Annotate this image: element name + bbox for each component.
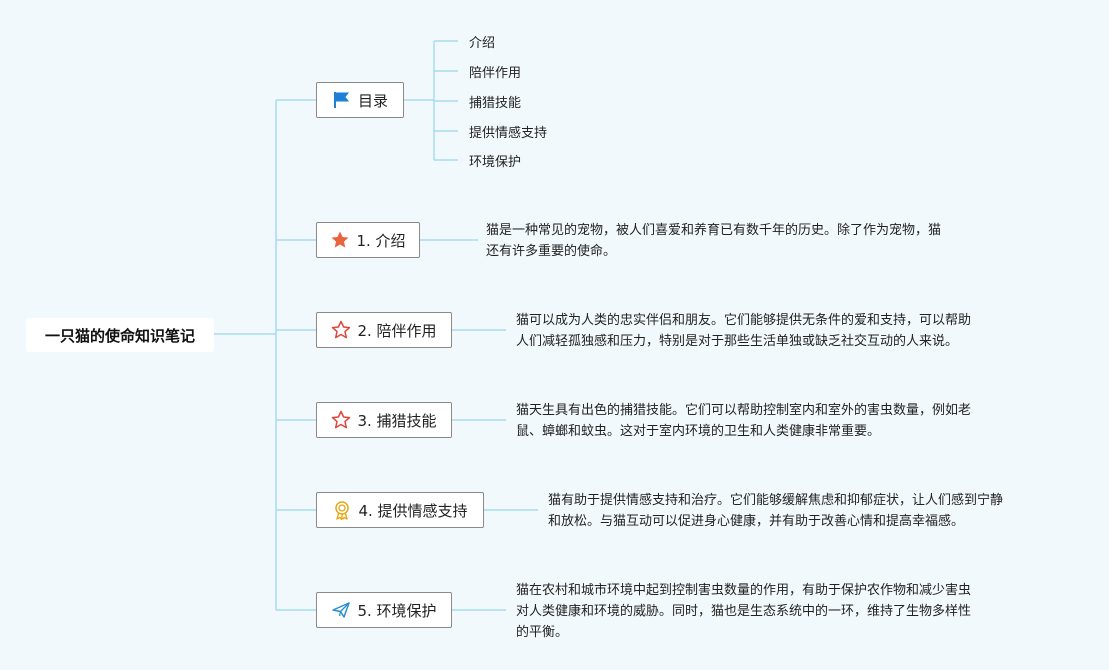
- description-line: 猫天生具有出色的捕猎技能。它们可以帮助控制室内和室外的害虫数量，例如老: [516, 403, 972, 418]
- toc-item[interactable]: 提供情感支持: [469, 126, 548, 141]
- section-node-environment[interactable]: 5. 环境保护: [316, 592, 452, 628]
- description-line: 猫在农村和城市环境中起到控制害虫数量的作用，有助于保护农作物和减少害虫: [516, 583, 972, 598]
- toc-item[interactable]: 环境保护: [469, 155, 522, 170]
- section-label: 2. 陪伴作用: [357, 321, 437, 340]
- section-label: 1. 介绍: [356, 231, 406, 250]
- section-description: 猫可以成为人类的忠实伴侣和朋友。它们能够提供无条件的爱和支持，可以帮助 人们减轻…: [516, 310, 971, 352]
- description-line: 人们减轻孤独感和压力，特别是对于那些生活单独或缺乏社交互动的人来说。: [516, 334, 959, 349]
- section-label: 5. 环境保护: [357, 601, 437, 620]
- toc-label: 目录: [357, 91, 388, 110]
- flag-icon: [332, 90, 352, 110]
- section-label: 4. 提供情感支持: [358, 501, 468, 520]
- description-line: 对人类健康和环境的威胁。同时，猫也是生态系统中的一环，维持了生物多样性: [516, 604, 972, 619]
- root-title: 一只猫的使命知识笔记: [44, 326, 195, 345]
- root-topic[interactable]: 一只猫的使命知识笔记: [26, 318, 214, 352]
- star-outline-icon: [331, 410, 351, 430]
- star-filled-icon: [330, 230, 350, 250]
- description-line: 猫可以成为人类的忠实伴侣和朋友。它们能够提供无条件的爱和支持，可以帮助: [516, 313, 972, 328]
- description-line: 的平衡。: [516, 625, 569, 640]
- section-label: 3. 捕猎技能: [357, 411, 437, 430]
- description-line: 鼠、蟑螂和蚊虫。这对于室内环境的卫生和人类健康非常重要。: [516, 424, 881, 439]
- section-description: 猫是一种常见的宠物，被人们喜爱和养育已有数千年的历史。除了作为宠物，猫 还有许多…: [486, 220, 941, 262]
- section-description: 猫在农村和城市环境中起到控制害虫数量的作用，有助于保护农作物和减少害虫 对人类健…: [516, 580, 971, 643]
- section-node-intro[interactable]: 1. 介绍: [316, 222, 420, 258]
- section-node-hunting[interactable]: 3. 捕猎技能: [316, 402, 452, 438]
- toc-node[interactable]: 目录: [316, 82, 404, 118]
- paper-plane-icon: [331, 600, 351, 620]
- toc-item[interactable]: 介绍: [469, 36, 496, 51]
- star-outline-icon: [331, 320, 351, 340]
- section-node-companionship[interactable]: 2. 陪伴作用: [316, 312, 452, 348]
- section-description: 猫有助于提供情感支持和治疗。它们能够缓解焦虑和抑郁症状，让人们感到宁静 和放松。…: [548, 490, 1003, 532]
- section-description: 猫天生具有出色的捕猎技能。它们可以帮助控制室内和室外的害虫数量，例如老 鼠、蟑螂…: [516, 400, 971, 442]
- description-line: 和放松。与猫互动可以促进身心健康，并有助于改善心情和提高幸福感。: [548, 514, 965, 529]
- description-line: 还有许多重要的使命。: [486, 244, 617, 259]
- section-node-emotional-support[interactable]: 4. 提供情感支持: [316, 492, 484, 528]
- toc-item[interactable]: 陪伴作用: [469, 66, 522, 81]
- description-line: 猫是一种常见的宠物，被人们喜爱和养育已有数千年的历史。除了作为宠物，猫: [486, 223, 942, 238]
- award-icon: [332, 500, 352, 520]
- description-line: 猫有助于提供情感支持和治疗。它们能够缓解焦虑和抑郁症状，让人们感到宁静: [548, 493, 1004, 508]
- toc-item[interactable]: 捕猎技能: [469, 96, 522, 111]
